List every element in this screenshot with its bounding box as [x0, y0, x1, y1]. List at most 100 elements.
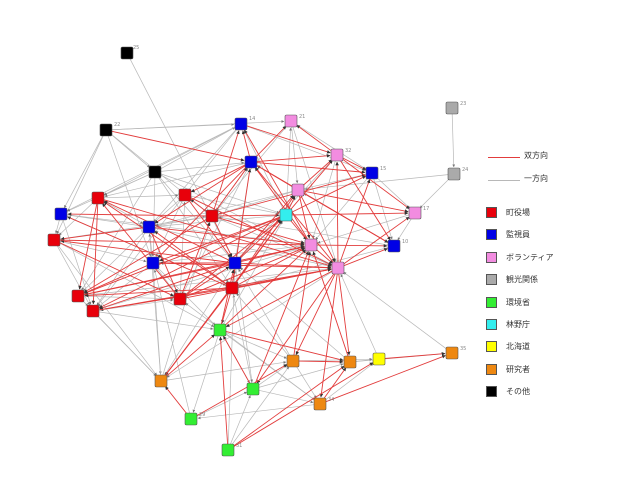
node-nO3: [286, 354, 300, 368]
bidirectional-edge-nO3-nO4: [298, 360, 344, 364]
node-nR5: [205, 209, 219, 223]
legend-item-env-ministry: 環境省: [484, 294, 634, 316]
node-nR3: [91, 191, 105, 205]
legend-edge-bidirectional-label: 双方向: [524, 151, 548, 160]
legend-edge-oneway-line: [488, 180, 520, 181]
legend-swatch-volunteer: [486, 251, 497, 263]
bidirectional-edge-n31-nG1: [218, 336, 229, 445]
node-n21: [284, 114, 298, 128]
node-n32: [330, 148, 344, 162]
oneway-edge-nR3-nR4: [103, 193, 179, 199]
legend-edge-bidirectional: 双方向: [484, 148, 634, 171]
oneway-edge-nR5-nB5: [155, 216, 207, 227]
legend-label-env-ministry: 環境省: [506, 297, 530, 307]
node-nB7: [228, 256, 242, 270]
node-n34: [313, 397, 327, 411]
node-n22: [99, 123, 113, 137]
bidirectional-edge-nR8-nB4: [67, 216, 227, 287]
bidirectional-edge-nP5-nG2: [256, 272, 335, 384]
oneway-edge-nP5-nO5: [166, 270, 334, 378]
node-nP5: [331, 261, 345, 275]
oneway-edge-n31-nO3: [231, 366, 290, 446]
bidirectional-edge-n16-n14: [241, 130, 250, 157]
node-label-n34: 34: [328, 397, 334, 403]
bidirectional-edge-nC1-nP4: [289, 219, 307, 240]
bidirectional-edge-nO5-nC1: [164, 220, 283, 377]
bidirectional-edge-nB7-nR6: [60, 239, 230, 263]
oneway-edge-nO2-n14: [160, 127, 236, 170]
node-nR10: [86, 304, 100, 318]
bidirectional-edge-nB6-nP5: [158, 262, 332, 270]
bidirectional-edge-n31-nY1: [232, 362, 374, 448]
bidirectional-edge-nR8-nG1: [221, 293, 231, 324]
legend-item-hokkaido: 北海道: [484, 338, 634, 360]
oneway-edge-nR4-nB5: [153, 198, 181, 223]
oneway-edge-nB4-nB5: [66, 214, 143, 227]
oneway-edge-nR10-nR9: [98, 298, 174, 311]
bidirectional-edge-n16-n10: [255, 164, 389, 243]
oneway-edge-n29-nG2: [196, 391, 247, 417]
bidirectional-edge-n16-n21: [254, 125, 287, 159]
bidirectional-edge-n34-nO4: [323, 367, 347, 400]
node-label-n32: 32: [345, 148, 351, 154]
bidirectional-edge-nR6-nP4: [59, 239, 305, 247]
legend-item-forestry: 林野庁: [484, 316, 634, 338]
oneway-edge-nP3-nB5: [155, 191, 293, 227]
oneway-edge-nB7-nO5: [164, 267, 233, 376]
bidirectional-edge-n34-n35: [325, 355, 446, 403]
bidirectional-edge-n32-n17: [341, 158, 410, 210]
oneway-edge-nG2-nO4: [258, 363, 344, 388]
bidirectional-edge-nB7-nP3: [238, 195, 294, 259]
node-nO2: [148, 165, 162, 179]
bidirectional-edge-nR5-nB4: [67, 212, 207, 217]
bidirectional-edge-nR9-nP4: [185, 247, 305, 298]
node-label-n21: 21: [299, 114, 305, 120]
oneway-edge-n32-nP4: [312, 160, 336, 239]
bidirectional-edge-nO4-nP4: [312, 251, 349, 357]
oneway-edge-n22-n21: [111, 120, 285, 131]
node-nR6: [47, 233, 61, 247]
oneway-edge-nO3-nY1: [298, 357, 373, 362]
oneway-edge-n22-nB4: [63, 135, 104, 209]
bidirectional-edge-nY1-n35: [384, 352, 446, 359]
oneway-edge-n14-n15: [246, 125, 366, 171]
legend-swatch-env-ministry: [486, 296, 497, 308]
node-nB5: [142, 220, 156, 234]
legend-swatch-tourism: [486, 274, 497, 286]
legend-edge-bidirectional-line: [488, 157, 520, 158]
bidirectional-edge-nB7-nR10: [99, 264, 230, 310]
legend-label-volunteer: ボランティア: [506, 252, 554, 262]
node-nR8: [225, 281, 239, 295]
legend-swatch-forestry: [486, 318, 497, 330]
oneway-edge-nR9-n16: [182, 168, 249, 294]
node-label-n29: 29: [199, 412, 205, 418]
bidirectional-edge-nR10-nP5: [98, 268, 332, 311]
oneway-edge-n10-nR5: [218, 216, 389, 246]
oneway-edge-nG2-n34: [258, 389, 314, 404]
bidirectional-edge-nR8-nP4: [237, 247, 306, 286]
oneway-edge-nB5-nP5: [154, 227, 332, 268]
oneway-edge-nB4-nR6: [55, 219, 60, 234]
bidirectional-edge-nC1-n17: [291, 211, 409, 216]
node-label-n10: 10: [402, 239, 408, 245]
bidirectional-edge-nR8-nR3: [103, 201, 228, 286]
bidirectional-edge-nR8-nR7: [84, 287, 227, 298]
node-nP4: [304, 238, 318, 252]
node-nO4: [343, 355, 357, 369]
bidirectional-edge-n32-n10: [339, 159, 391, 241]
legend-label-town-office: 町役場: [506, 208, 530, 217]
legend-label-tourism: 観光関係: [506, 275, 538, 285]
node-label-n23: 23: [460, 101, 466, 107]
bidirectional-edge-nR6-nR9: [59, 242, 174, 297]
node-nB6: [146, 256, 160, 270]
node-nO5: [154, 374, 168, 388]
oneway-edge-n23-n24: [451, 113, 456, 168]
bidirectional-edge-nG1-nO4: [225, 330, 344, 362]
oneway-edge-nR10-nO5: [96, 315, 157, 377]
node-label-n31: 31: [236, 443, 242, 449]
legend-swatch-town-office: [486, 207, 497, 218]
oneway-edge-nO3-nR8: [236, 293, 290, 357]
bidirectional-edge-nP4-n14: [244, 129, 309, 241]
oneway-edge-nR7-nR9: [83, 295, 174, 301]
bidirectional-edge-nP5-n34: [319, 273, 338, 398]
